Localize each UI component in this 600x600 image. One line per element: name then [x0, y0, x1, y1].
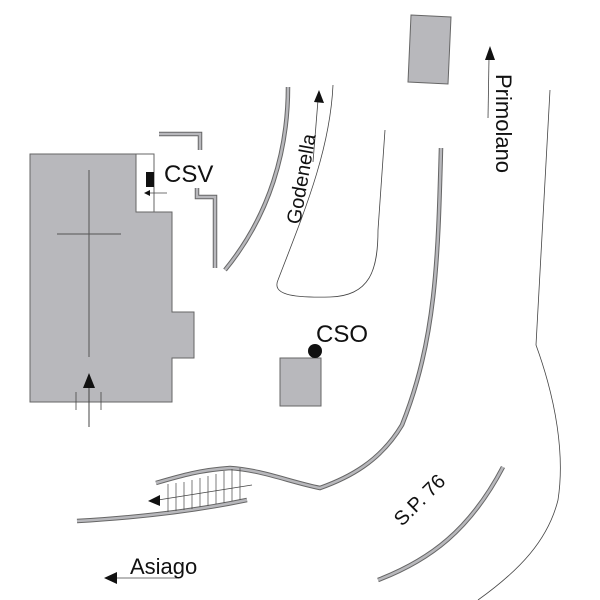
godenella-curb-inner	[224, 86, 290, 271]
csv-station-marker[interactable]	[146, 172, 154, 187]
primolano-label: Primolano	[491, 74, 516, 173]
godenella-road-edge	[276, 84, 386, 298]
asiago-arrow-icon	[104, 572, 177, 584]
godenella-arrow-icon	[312, 90, 324, 163]
cso-label: CSO	[316, 321, 368, 348]
wall-lower	[194, 188, 218, 268]
wall-upper	[159, 131, 203, 150]
wall-upper-inner	[159, 132, 202, 150]
cso-station-marker[interactable]	[308, 344, 322, 358]
staircase	[157, 468, 253, 512]
sp76-label: S.P. 76	[390, 470, 450, 530]
primolano-arrow-icon	[485, 46, 495, 119]
csv-arrow-icon	[144, 190, 167, 196]
sp76-curb-inner	[377, 466, 505, 582]
stairs-arrow-icon	[148, 495, 160, 506]
right-road-edge	[477, 89, 561, 600]
csv-label: CSV	[164, 161, 213, 188]
godenella-curb	[223, 86, 291, 272]
cso-building	[279, 357, 322, 407]
lower-road-curb-inner	[76, 498, 248, 523]
asiago-label: Asiago	[130, 554, 197, 579]
wall-lower-inner	[195, 188, 217, 268]
lower-road-curb	[76, 497, 248, 524]
main-building	[29, 153, 195, 403]
main-road-curb-inner	[155, 147, 443, 490]
entrance-arrow-icon	[75, 373, 102, 427]
upper-building	[407, 14, 452, 85]
